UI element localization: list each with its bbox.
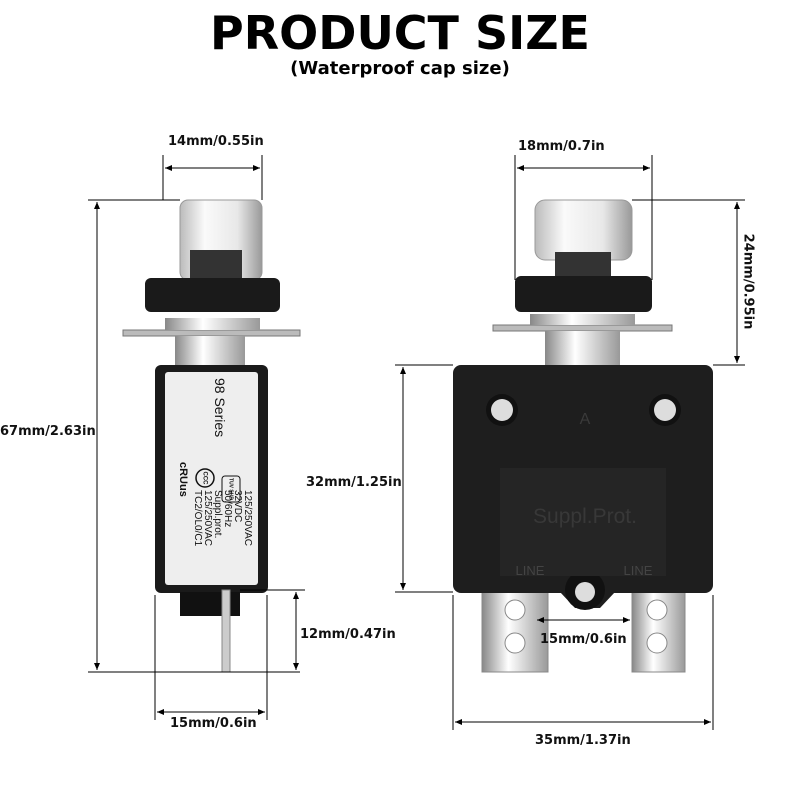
bushing: [545, 331, 620, 366]
nut: [515, 276, 652, 312]
series-label: 98 Series: [212, 378, 228, 437]
label-line: 125/250VAC: [242, 490, 253, 546]
label-line: 125/250VAC: [202, 490, 213, 546]
product-label: [165, 372, 258, 585]
label-line: TC2/OL0/C1: [192, 490, 203, 547]
right-cap-width-dim: 18mm/0.7in: [518, 139, 605, 154]
tuv-mark-text: TUV SUD: [228, 478, 234, 500]
page-title: PRODUCT SIZE: [210, 6, 590, 60]
terminal-right-label: LINE: [624, 563, 653, 578]
ul-mark-icon: cRUus: [177, 462, 189, 497]
embossed-text: Suppl.Prot.: [533, 505, 637, 528]
bushing: [175, 336, 245, 366]
left-cap-width-dim: 14mm/0.55in: [168, 134, 264, 149]
left-breaker-side-view: 98 Series 125/250VAC 32VDC 50/60Hz Suppl…: [122, 199, 301, 673]
ccc-mark-icon: [195, 468, 215, 488]
right-breaker-front-view: A Suppl.Prot. LINE LINE: [453, 199, 713, 673]
label-line: 32VDC: [232, 490, 243, 522]
amp-mark: A: [580, 411, 591, 428]
ccc-mark-text: CCC: [201, 472, 207, 486]
right-cap-height-dim: 24mm/0.95in: [740, 233, 756, 330]
left-body-width-dim: 15mm/0.6in: [170, 716, 257, 731]
label-line: Suppl.prot.: [212, 490, 223, 538]
terminal-pin: [221, 589, 231, 673]
page-subtitle: (Waterproof cap size): [290, 58, 510, 79]
tuv-mark-icon: [221, 475, 241, 503]
terminal-left-label: LINE: [516, 563, 545, 578]
waterproof-cap: [534, 199, 633, 261]
left-terminal-length-dim: 12mm/0.47in: [300, 627, 396, 642]
right-body-width-dim: 35mm/1.37in: [535, 733, 631, 748]
mount-hole-icon: [491, 399, 513, 421]
reset-button: [575, 582, 595, 602]
right-terminal-spacing-dim: 15mm/0.6in: [540, 632, 627, 647]
nut: [145, 278, 280, 312]
left-total-height-dim: 67mm/2.63in: [0, 424, 96, 439]
mount-hole-icon: [654, 399, 676, 421]
left-dimension-lines: [88, 155, 305, 720]
right-body-height-dim: 32mm/1.25in: [306, 475, 402, 490]
label-line: 50/60Hz: [222, 490, 233, 527]
right-dimension-lines: [395, 155, 745, 730]
